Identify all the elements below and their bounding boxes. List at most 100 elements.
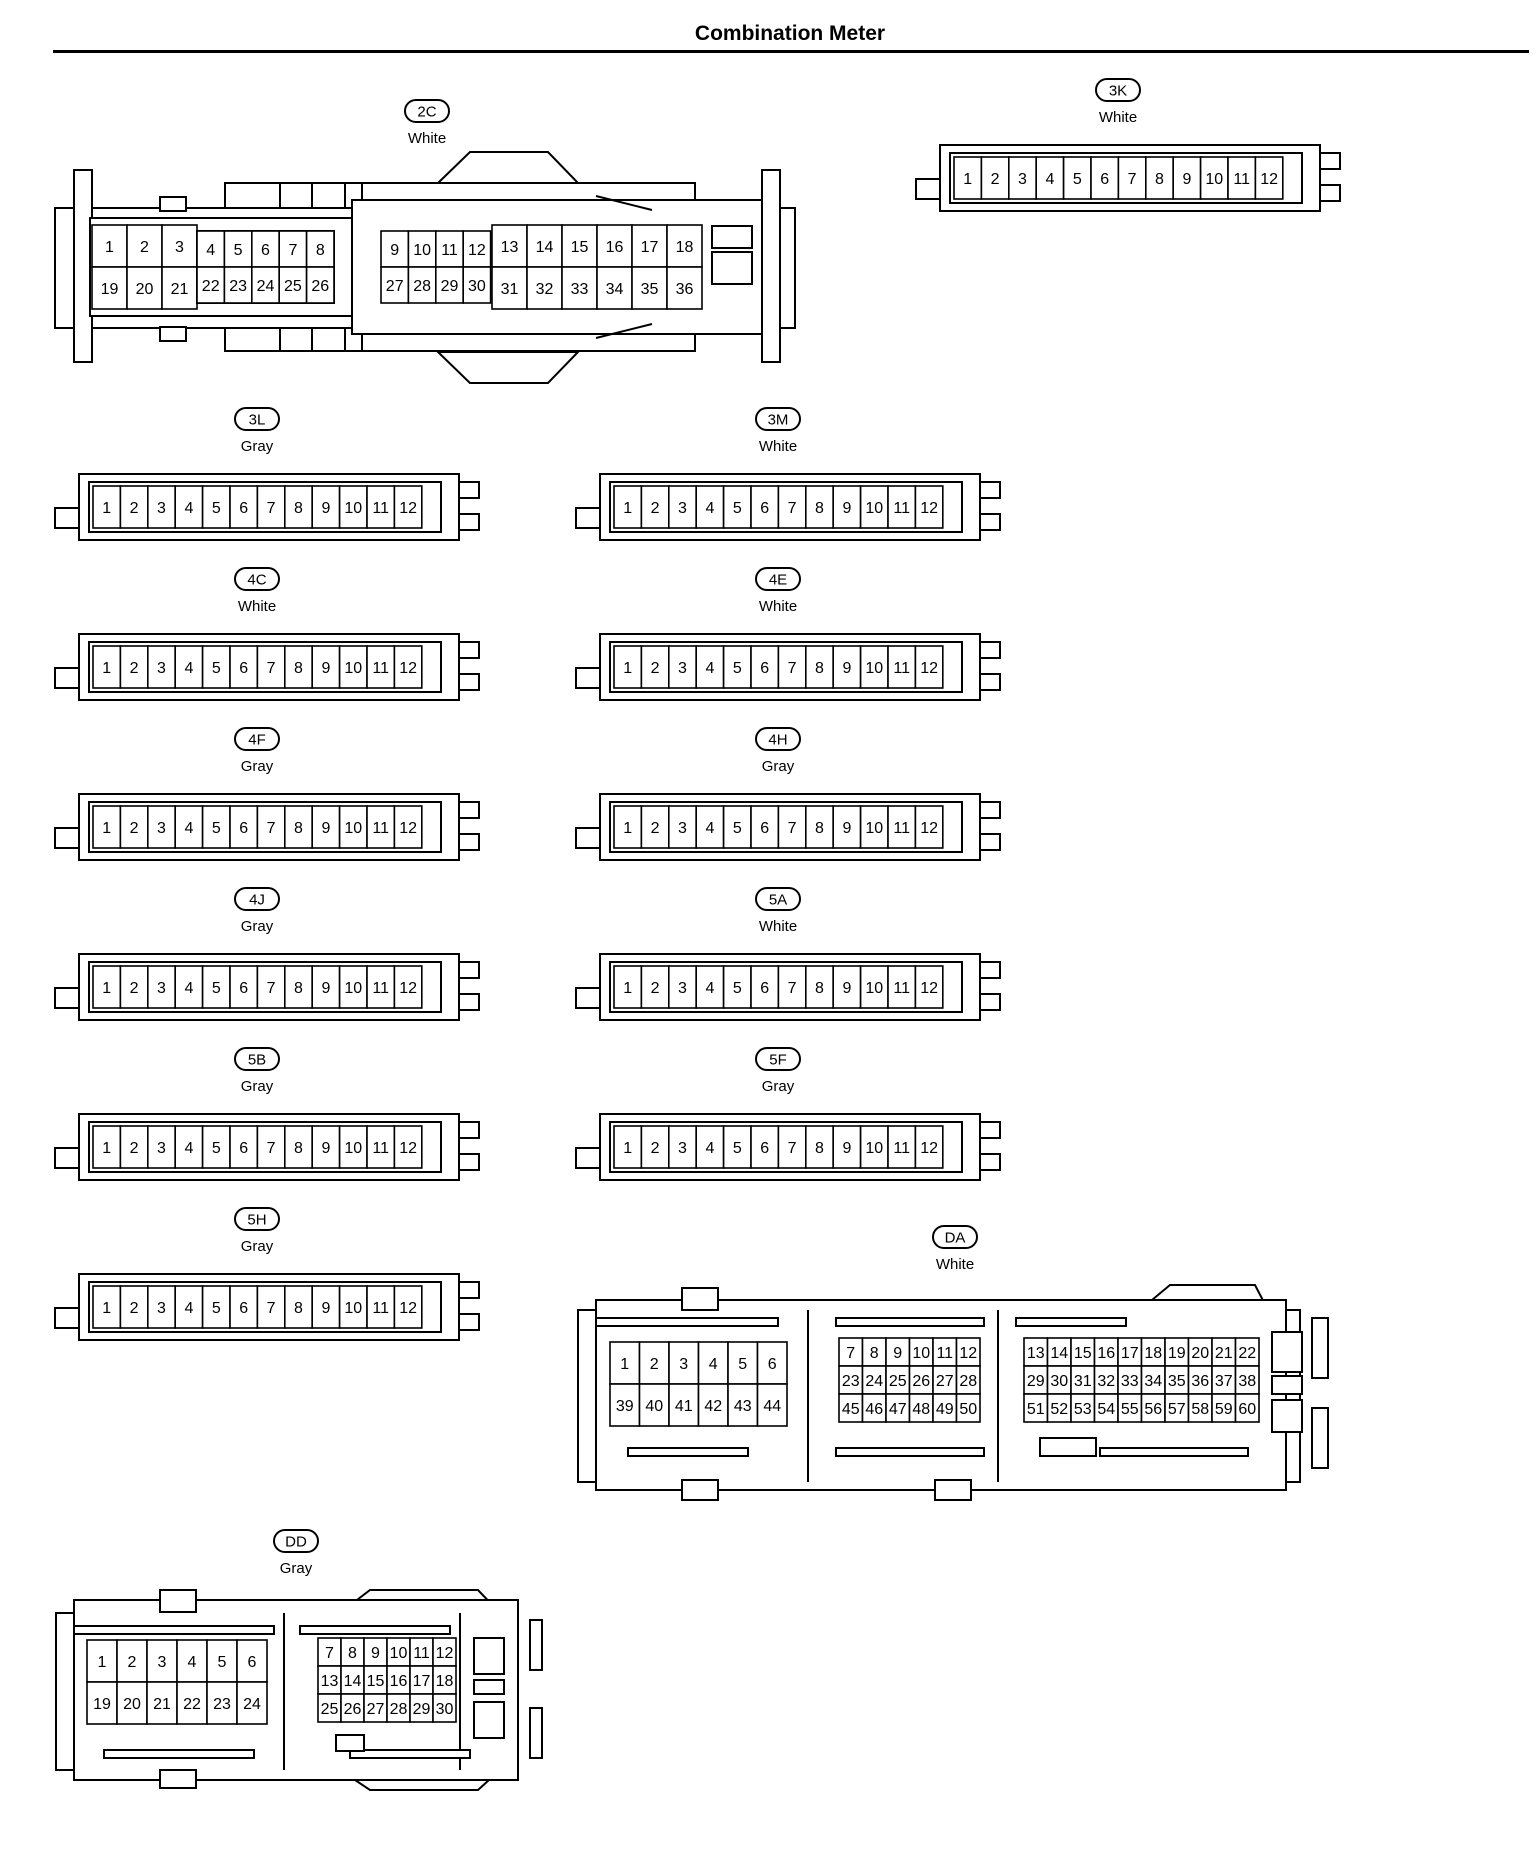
pin-number: 24: [257, 278, 275, 295]
pin-cavity-box: [92, 485, 122, 529]
pin-number: 12: [399, 660, 417, 677]
connector-color: White: [238, 598, 276, 615]
pin-cavity-box: [393, 1285, 423, 1329]
pin-number: 4: [705, 660, 714, 677]
pin-cavity-box: [305, 266, 335, 304]
housing-part: [575, 507, 603, 529]
housing-part: [103, 1749, 255, 1759]
housing-part: [73, 1625, 275, 1635]
pin-cavity: 12: [914, 645, 944, 689]
pin-cavity-box: [283, 485, 313, 529]
pin-cavity: 2: [119, 485, 149, 529]
pin-cavity-box: [638, 1383, 670, 1427]
pin-cavity: 9: [363, 1637, 388, 1667]
pin-cavity: 4: [695, 645, 725, 689]
pin-cavity-box: [251, 230, 281, 268]
pin-cavity: 3: [667, 645, 697, 689]
pin-cavity: 9: [311, 1125, 341, 1169]
pin-number: 9: [893, 1345, 902, 1362]
pin-number: 8: [815, 980, 824, 997]
pin-cavity: 7: [838, 1337, 864, 1367]
pin-cavity: 29: [409, 1693, 434, 1723]
pin-number: 2: [651, 1140, 660, 1157]
housing-outline: [595, 195, 653, 339]
pin-number: 12: [920, 500, 938, 517]
pin-number: 35: [1168, 1373, 1186, 1390]
connector-code-badge: [755, 1047, 801, 1071]
pin-number: 31: [1074, 1373, 1092, 1390]
pin-number: 10: [1205, 171, 1223, 188]
pin-cavity-box: [722, 485, 752, 529]
pin-cavity-box: [613, 1125, 643, 1169]
pin-cavity-box: [756, 1383, 788, 1427]
pin-cavity: 2: [116, 1639, 148, 1683]
connector-code: 3K: [1109, 83, 1127, 100]
pin-number: 1: [102, 820, 111, 837]
pin-number: 3: [678, 1140, 687, 1157]
pin-cavity: 8: [861, 1337, 887, 1367]
pin-cavity: 14: [526, 224, 563, 268]
pin-cavity-box: [311, 1285, 341, 1329]
pin-number: 16: [1097, 1345, 1115, 1362]
pin-cavity: 37: [1211, 1365, 1237, 1395]
pin-cavity-box: [613, 485, 643, 529]
connector-code-badge: [273, 1529, 319, 1553]
pin-cavity: 10: [386, 1637, 411, 1667]
housing-part: [1271, 1331, 1303, 1373]
pin-cavity: 55: [1117, 1393, 1143, 1423]
pin-cavity: 11: [366, 805, 396, 849]
pin-number: 50: [959, 1401, 977, 1418]
pin-cavity: 10: [338, 965, 368, 1009]
pin-number: 2: [130, 1300, 139, 1317]
pin-number: 10: [344, 820, 362, 837]
pin-cavity: 4: [174, 1285, 204, 1329]
pin-number: 2: [130, 980, 139, 997]
pin-cavity-box: [750, 645, 780, 689]
pin-cavity-box: [236, 1681, 268, 1725]
pin-cavity-box: [491, 266, 528, 310]
pin-number: 43: [734, 1398, 752, 1415]
pin-cavity-box: [596, 266, 633, 310]
pin-cavity-box: [695, 645, 725, 689]
pin-number: 29: [1027, 1373, 1045, 1390]
pin-cavity: 11: [887, 1125, 917, 1169]
pin-number: 15: [571, 239, 589, 256]
pin-number: 8: [870, 1345, 879, 1362]
pin-number: 6: [239, 820, 248, 837]
pin-cavity-box: [1234, 1393, 1260, 1423]
connector-code: 3M: [768, 412, 789, 429]
connector-code: 4E: [769, 572, 787, 589]
pin-number: 7: [267, 820, 276, 837]
pin-cavity: 9: [380, 230, 410, 268]
pin-cavity: 12: [1254, 156, 1284, 200]
pin-cavity-box: [1199, 156, 1229, 200]
connector-code-badge: [1095, 78, 1141, 102]
pin-cavity-box: [1172, 156, 1202, 200]
pin-cavity: 24: [236, 1681, 268, 1725]
pin-number: 3: [158, 1654, 167, 1671]
pin-cavity-box: [750, 485, 780, 529]
pin-cavity-box: [229, 805, 259, 849]
pin-cavity: 4: [174, 965, 204, 1009]
pin-cavity: 25: [885, 1365, 911, 1395]
pin-cavity: 45: [838, 1393, 864, 1423]
pin-cavity-box: [283, 645, 313, 689]
pin-number: 34: [606, 281, 624, 298]
pin-number: 24: [865, 1373, 883, 1390]
pin-cavity: 15: [561, 224, 598, 268]
connector-color: Gray: [762, 1078, 795, 1095]
pin-cavity: 8: [283, 805, 313, 849]
pin-number: 11: [372, 1140, 389, 1157]
pin-cavity-box: [613, 645, 643, 689]
pin-cavity: 6: [229, 965, 259, 1009]
pin-number: 14: [344, 1673, 362, 1690]
connector-color: White: [1099, 109, 1137, 126]
connector-code: 5B: [248, 1052, 266, 1069]
